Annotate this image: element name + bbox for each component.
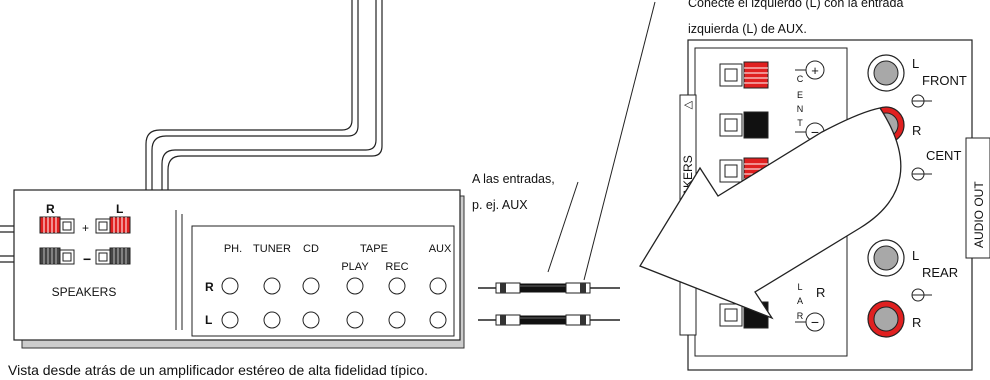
input-label-play: PLAY <box>341 261 369 273</box>
caption: Vista desde atrás de un amplificador est… <box>8 362 428 378</box>
front-l-label: L <box>912 56 919 71</box>
rear-minus-sign: − <box>811 314 819 330</box>
amplifier-back-panel <box>13 189 465 349</box>
minus-sign: − <box>83 251 91 267</box>
cent-minus-sign: − <box>811 124 819 140</box>
receiver-audio-jacks: L FRONT R CENT L REAR R <box>867 54 967 338</box>
callout-aux: A las entradas, p. ej. AUX <box>472 166 555 218</box>
input-label-cd: CD <box>303 243 319 255</box>
callout-aux-line1: A las entradas, <box>472 172 555 186</box>
row-l-label: L <box>205 313 212 327</box>
rear-side-r-label: R <box>816 285 825 300</box>
row-r-label: R <box>205 280 214 294</box>
callout-top-line1: Conecte el izquierdo (L) con la entrada <box>688 0 904 10</box>
input-label-tuner: TUNER <box>253 243 291 255</box>
jack-front-left <box>873 60 899 86</box>
amplifier-speakers-label: SPEAKERS <box>52 285 117 299</box>
audio-out-label: AUDIO OUT <box>972 181 986 248</box>
cent-letter-e: E <box>797 90 803 100</box>
front-r-label: R <box>912 123 921 138</box>
rear-r-label: R <box>912 315 921 330</box>
cent-label: CENT <box>926 148 961 163</box>
input-label-phono: PH. <box>224 243 242 255</box>
input-label-rec: REC <box>385 261 408 273</box>
callout-top-line2: izquierda (L) de AUX. <box>688 22 807 36</box>
input-label-tape: TAPE <box>360 243 388 255</box>
jack-rear-right <box>873 306 899 332</box>
input-label-aux: AUX <box>429 243 452 255</box>
cent-plus-sign: + <box>811 63 819 78</box>
cent-letter-n: N <box>797 104 804 114</box>
rear-label: REAR <box>922 265 958 280</box>
amplifier-input-jacks: PH. TUNER CD TAPE AUX PLAY REC R L <box>205 243 452 329</box>
amplifier-speaker-terminals: R L + − SPEAKERS <box>39 202 131 299</box>
front-label: FRONT <box>922 73 967 88</box>
rca-cable-top <box>478 282 620 294</box>
speaker-glyph-icon: ◁ <box>684 99 693 111</box>
top-pointer-line <box>583 1 656 281</box>
aux-pointer-line <box>547 181 579 273</box>
rear-letter-l: L <box>797 282 802 292</box>
rear-letter-a: A <box>797 296 803 306</box>
black-terminal-l <box>109 247 131 265</box>
cent-letter-c: C <box>797 74 804 84</box>
jack-rear-left <box>873 245 899 271</box>
rca-cable-bottom <box>478 314 620 326</box>
rear-letter-r2: R <box>797 311 804 321</box>
red-terminal-l <box>109 216 131 234</box>
plus-sign: + <box>82 221 89 235</box>
terminal-l-label: L <box>116 202 123 216</box>
callout-aux-line2: p. ej. AUX <box>472 198 528 212</box>
cent-letter-t: T <box>797 118 803 128</box>
curved-arrow-icon <box>639 107 902 320</box>
black-terminal-r <box>39 247 61 265</box>
callout-top: Conecte el izquierdo (L) con la entrada … <box>688 0 903 42</box>
rear-l-label: L <box>912 248 919 263</box>
red-terminal-r <box>39 216 61 234</box>
terminal-r-label: R <box>46 202 55 216</box>
